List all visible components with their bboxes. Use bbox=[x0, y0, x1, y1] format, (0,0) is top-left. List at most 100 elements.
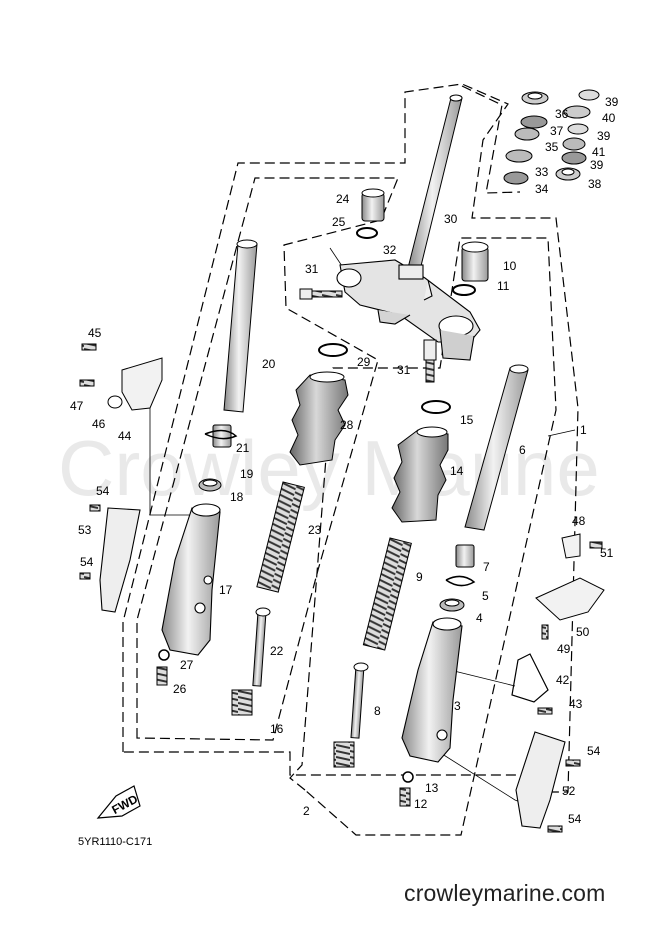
fwd-arrow: FWD bbox=[96, 785, 141, 819]
callout-13: 13 bbox=[425, 781, 439, 795]
callout-25: 25 bbox=[332, 215, 346, 229]
callout-36: 36 bbox=[555, 107, 569, 121]
bolt-31-right bbox=[423, 339, 437, 383]
clamp-46 bbox=[107, 395, 123, 409]
callout-10: 10 bbox=[503, 259, 517, 273]
outline-bearing-stack bbox=[461, 85, 521, 194]
under-bracket bbox=[336, 259, 481, 361]
bracket-48 bbox=[561, 533, 581, 559]
outline-fork-right-2 bbox=[289, 237, 557, 836]
website-text: crowleymarine.com bbox=[404, 880, 606, 906]
callout-41: 41 bbox=[592, 145, 606, 159]
fork-boot-14 bbox=[391, 426, 449, 523]
guard-53 bbox=[99, 507, 141, 613]
guide-42 bbox=[511, 653, 549, 703]
callout-54-a: 54 bbox=[96, 484, 110, 498]
fork-spring-9 bbox=[362, 537, 412, 651]
callout-3: 3 bbox=[454, 699, 461, 713]
callout-39-b: 39 bbox=[597, 129, 611, 143]
callout-54-c: 54 bbox=[587, 744, 601, 758]
callout-11: 11 bbox=[497, 279, 510, 293]
outer-tube-3 bbox=[401, 617, 463, 763]
callout-39-c: 39 bbox=[590, 158, 604, 172]
callout-23: 23 bbox=[308, 523, 322, 537]
callout-45: 45 bbox=[88, 326, 102, 340]
bracket-44 bbox=[121, 357, 163, 411]
callout-17: 17 bbox=[219, 583, 233, 597]
fork-boot-28 bbox=[289, 371, 349, 466]
callout-54-b: 54 bbox=[80, 555, 94, 569]
callout-15: 15 bbox=[460, 413, 474, 427]
callout-18: 18 bbox=[230, 490, 244, 504]
callout-35: 35 bbox=[545, 140, 559, 154]
callout-33: 33 bbox=[535, 165, 549, 179]
bolt-31-left bbox=[299, 288, 343, 300]
callout-20: 20 bbox=[262, 357, 276, 371]
callout-37: 37 bbox=[550, 124, 564, 138]
callout-34: 34 bbox=[535, 182, 549, 196]
clip-5 bbox=[445, 575, 476, 587]
cap-bolt-10 bbox=[461, 241, 489, 282]
callout-9: 9 bbox=[416, 570, 423, 584]
bearing-stack bbox=[503, 89, 600, 185]
callout-19: 19 bbox=[240, 467, 254, 481]
callout-42: 42 bbox=[556, 673, 570, 687]
collar-7 bbox=[455, 544, 475, 568]
callout-43: 43 bbox=[569, 697, 583, 711]
cap-bolt-24 bbox=[361, 188, 385, 222]
bolt-12 bbox=[399, 787, 411, 807]
callout-21: 21 bbox=[236, 441, 250, 455]
callout-47: 47 bbox=[70, 399, 84, 413]
callout-53: 53 bbox=[78, 523, 92, 537]
callout-51: 51 bbox=[600, 546, 614, 560]
callout-32: 32 bbox=[383, 243, 397, 257]
callout-5: 5 bbox=[482, 589, 489, 603]
callout-28: 28 bbox=[340, 418, 354, 432]
callout-labels: 1 2 3 4 5 6 7 8 9 10 11 12 13 14 15 16 1… bbox=[70, 95, 619, 826]
callout-30: 30 bbox=[444, 212, 458, 226]
inner-tube-6 bbox=[464, 364, 529, 531]
outline-assembly-1 bbox=[122, 83, 579, 793]
callout-26: 26 bbox=[173, 682, 187, 696]
callout-12: 12 bbox=[414, 797, 428, 811]
callout-39-a: 39 bbox=[605, 95, 619, 109]
rebound-spring-left bbox=[231, 689, 253, 716]
callout-40: 40 bbox=[602, 111, 616, 125]
inner-tube-20 bbox=[223, 239, 258, 413]
steering-stem-30 bbox=[407, 94, 463, 271]
rebound-spring-right bbox=[333, 741, 355, 768]
bolt-26 bbox=[156, 666, 168, 686]
callout-2: 2 bbox=[303, 804, 310, 818]
screws bbox=[79, 343, 603, 833]
fork-spring-23 bbox=[256, 481, 305, 593]
callout-52: 52 bbox=[562, 784, 576, 798]
callout-46: 46 bbox=[92, 417, 106, 431]
collar-21 bbox=[212, 424, 232, 448]
clamp-29 bbox=[318, 343, 348, 357]
callout-49: 49 bbox=[557, 642, 571, 656]
callout-29: 29 bbox=[357, 355, 371, 369]
callout-38: 38 bbox=[588, 177, 602, 191]
callout-27: 27 bbox=[180, 658, 194, 672]
callout-44: 44 bbox=[118, 429, 132, 443]
bracket-50 bbox=[535, 577, 605, 621]
outer-tube-17 bbox=[161, 503, 221, 656]
callout-6: 6 bbox=[519, 443, 526, 457]
callout-31-top: 31 bbox=[305, 262, 319, 276]
callout-31-bottom: 31 bbox=[397, 363, 411, 377]
callout-1: 1 bbox=[580, 423, 587, 437]
callout-50: 50 bbox=[576, 625, 590, 639]
group-outlines bbox=[122, 83, 579, 836]
callout-4: 4 bbox=[476, 611, 483, 625]
callout-54-d: 54 bbox=[568, 812, 582, 826]
callout-24: 24 bbox=[336, 192, 350, 206]
callout-14: 14 bbox=[450, 464, 464, 478]
damper-rod-22 bbox=[252, 607, 271, 687]
callout-48: 48 bbox=[572, 514, 586, 528]
guard-52 bbox=[515, 731, 566, 829]
callout-16: 16 bbox=[270, 722, 284, 736]
callout-7: 7 bbox=[483, 560, 490, 574]
o-ring-25 bbox=[356, 227, 378, 239]
clip-19 bbox=[204, 429, 238, 440]
